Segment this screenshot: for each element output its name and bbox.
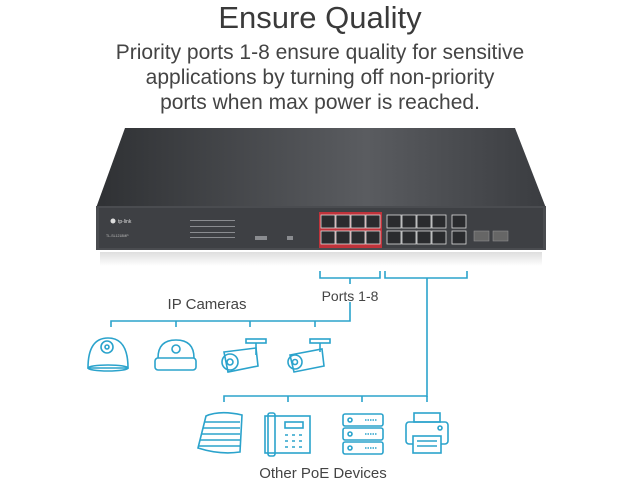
ceiling-dome-camera-icon bbox=[154, 339, 197, 371]
ethernet-port bbox=[335, 230, 351, 245]
dome-camera-icon bbox=[87, 337, 129, 372]
svg-text:tp-link: tp-link bbox=[118, 219, 132, 225]
sfp-port-2 bbox=[492, 230, 509, 242]
bullet-camera-icon bbox=[221, 338, 267, 373]
ethernet-port bbox=[431, 230, 447, 245]
server-icon bbox=[342, 413, 384, 455]
ip-cameras-label: IP Cameras bbox=[167, 296, 247, 313]
description-line: applications by turning off non-priority bbox=[145, 66, 495, 89]
other-poe-devices-label: Other PoE Devices bbox=[259, 465, 387, 482]
switch: tp-link TL-SL1218MP bbox=[96, 128, 546, 266]
description: Priority ports 1-8 ensure quality for se… bbox=[0, 40, 640, 115]
ethernet-port bbox=[416, 214, 432, 229]
ethernet-port bbox=[350, 230, 366, 245]
ethernet-ports bbox=[320, 214, 467, 245]
connection-lines bbox=[110, 271, 468, 402]
ethernet-port bbox=[365, 214, 381, 229]
ethernet-port bbox=[401, 230, 417, 245]
svg-text:TL-SL1218MP: TL-SL1218MP bbox=[106, 234, 129, 238]
ethernet-port bbox=[320, 214, 336, 229]
access-point-icon bbox=[197, 411, 243, 454]
printer-icon bbox=[405, 412, 449, 454]
ethernet-port bbox=[401, 214, 417, 229]
ethernet-port bbox=[335, 214, 351, 229]
ethernet-port bbox=[386, 230, 402, 245]
ethernet-port bbox=[451, 230, 467, 245]
description-line: ports when max power is reached. bbox=[160, 91, 480, 114]
ethernet-port bbox=[431, 214, 447, 229]
bullet-camera-icon bbox=[287, 338, 331, 373]
ethernet-port bbox=[386, 214, 402, 229]
page-title: Ensure Quality bbox=[218, 0, 422, 35]
ethernet-port bbox=[320, 230, 336, 245]
ethernet-port bbox=[416, 230, 432, 245]
ip-phone-icon bbox=[264, 412, 311, 457]
ethernet-port bbox=[350, 214, 366, 229]
status-leds bbox=[190, 220, 293, 240]
ethernet-port bbox=[451, 214, 467, 229]
sfp-port-1 bbox=[473, 230, 490, 242]
tp-link-logo: tp-link TL-SL1218MP bbox=[106, 218, 132, 238]
ethernet-port bbox=[365, 230, 381, 245]
description-line: Priority ports 1-8 ensure quality for se… bbox=[115, 41, 525, 64]
ports-1-8-label: Ports 1-8 bbox=[321, 288, 379, 304]
